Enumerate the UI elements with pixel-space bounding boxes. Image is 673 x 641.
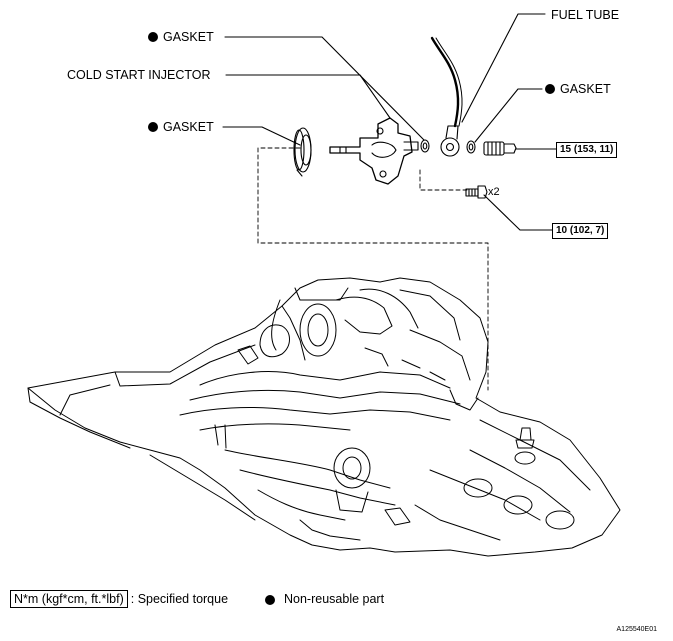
leader-gasket-top [224,36,425,141]
callout-gasket-left: GASKET [148,120,214,134]
torque-spec-mounting-bolt: 10 (102, 7) [552,223,609,239]
fuel-tube-icon [430,36,460,128]
callout-gasket-right: GASKET [545,82,611,96]
engine-intake-assembly-illustration [27,277,621,557]
mounting-bolt-icon [465,185,488,199]
leader-gasket-left [222,126,301,146]
callout-fuel-tube: FUEL TUBE [551,8,620,22]
legend-torque-box: N*m (kgf*cm, ft.*lbf) [10,590,128,608]
dash-line-injector [419,169,471,191]
callout-gasket-left-label: GASKET [163,120,214,134]
non-reusable-dot-icon [545,84,555,94]
gasket-left-icon [293,127,312,177]
non-reusable-dot-icon [148,122,158,132]
legend-nonreusable: Non-reusable part [284,592,385,606]
callout-gasket-top-label: GASKET [163,30,214,44]
non-reusable-dot-icon [148,32,158,42]
callout-cold-start-injector: COLD START INJECTOR [67,68,211,82]
figure-code: A125540E01 [616,626,657,633]
leader-gasket-right [474,88,543,143]
legend-dot-icon [265,595,275,605]
callout-gasket-top: GASKET [148,30,214,44]
torque-spec-union-bolt: 15 (153, 11) [556,142,618,158]
gasket-right-icon [466,140,476,154]
callout-gasket-right-label: GASKET [560,82,611,96]
union-bolt-icon [483,141,517,156]
leader-cold-start-injector [225,74,391,119]
leader-fuel-tube [461,13,546,123]
cold-start-injector-icon [329,117,419,185]
leader-torque-10 [483,194,553,231]
legend-torque-desc: : Specified torque [130,592,229,606]
quantity-label: x2 [488,186,500,198]
legend-torque: N*m (kgf*cm, ft.*lbf): Specified torque [10,590,229,608]
gasket-top-icon [420,139,430,153]
banjo-fitting-icon [440,137,460,157]
dash-line-left [257,147,489,391]
